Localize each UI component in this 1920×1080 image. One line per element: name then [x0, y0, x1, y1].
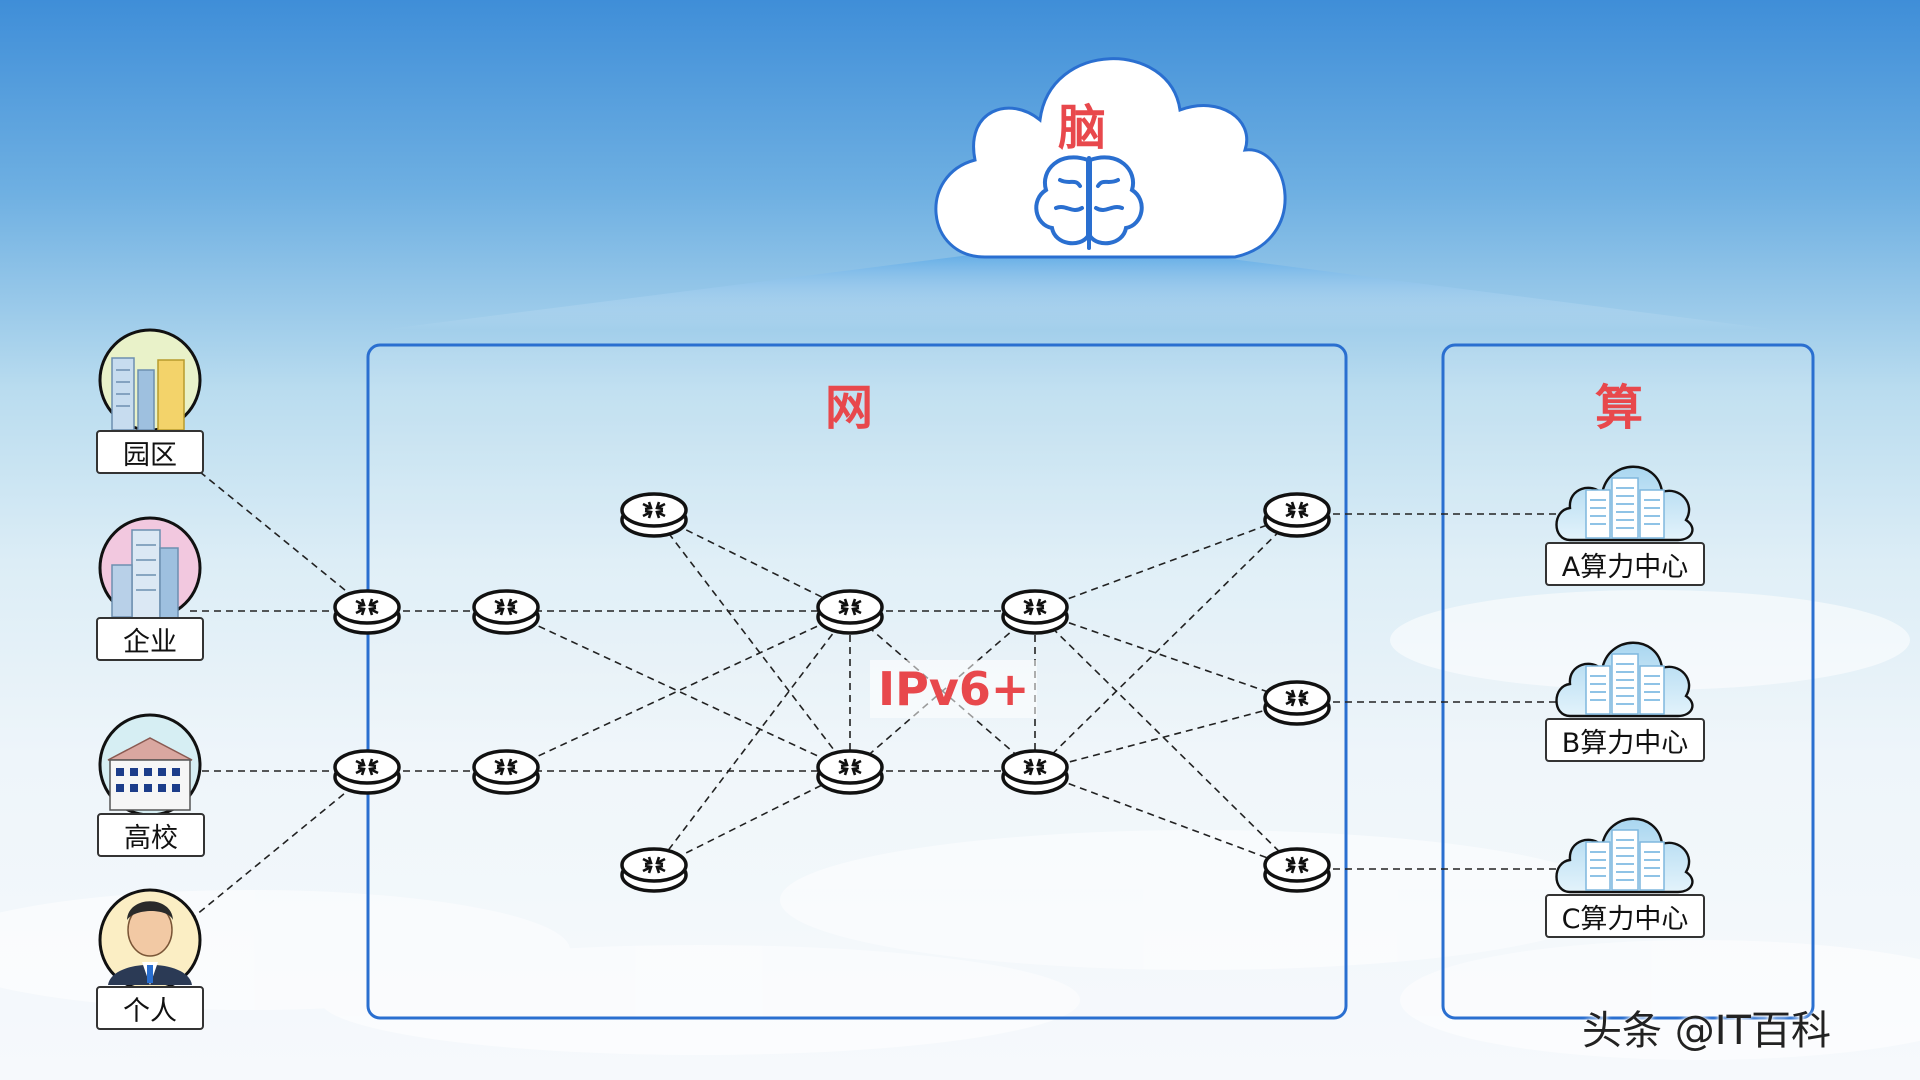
campus-icon: [98, 328, 202, 432]
client-label-university: 高校: [97, 813, 205, 857]
router-icon: [620, 492, 688, 538]
university-icon: [98, 713, 202, 817]
compute-center-a-label: A算力中心: [1545, 542, 1705, 586]
router-icon: [1263, 847, 1331, 893]
brain-beam: [380, 255, 1780, 330]
router-icon: [333, 749, 401, 795]
ipv6-label: IPv6+: [870, 660, 1038, 718]
network-frame: [366, 343, 1348, 1020]
network-label: 网: [825, 380, 874, 436]
router-icon: [816, 749, 884, 795]
router-icon: [472, 589, 540, 635]
enterprise-icon: [98, 516, 202, 620]
router-icon: [472, 749, 540, 795]
router-icon: [1263, 680, 1331, 726]
router-icon: [816, 589, 884, 635]
client-label-campus: 园区: [96, 430, 204, 474]
router-icon: [1001, 749, 1069, 795]
compute-label: 算: [1595, 380, 1644, 436]
brain-label: 脑: [1058, 100, 1107, 156]
client-label-person: 个人: [96, 986, 204, 1030]
person-icon: [98, 888, 202, 992]
client-label-enterprise: 企业: [96, 617, 204, 661]
router-icon: [1263, 492, 1331, 538]
compute-center-c-label: C算力中心: [1545, 894, 1705, 938]
router-icon: [1001, 589, 1069, 635]
brain-icon: [1034, 155, 1144, 250]
router-icon: [333, 589, 401, 635]
compute-center-b-label: B算力中心: [1545, 718, 1705, 762]
router-icon: [620, 847, 688, 893]
watermark: 头条 @IT百科: [1582, 1008, 1831, 1054]
